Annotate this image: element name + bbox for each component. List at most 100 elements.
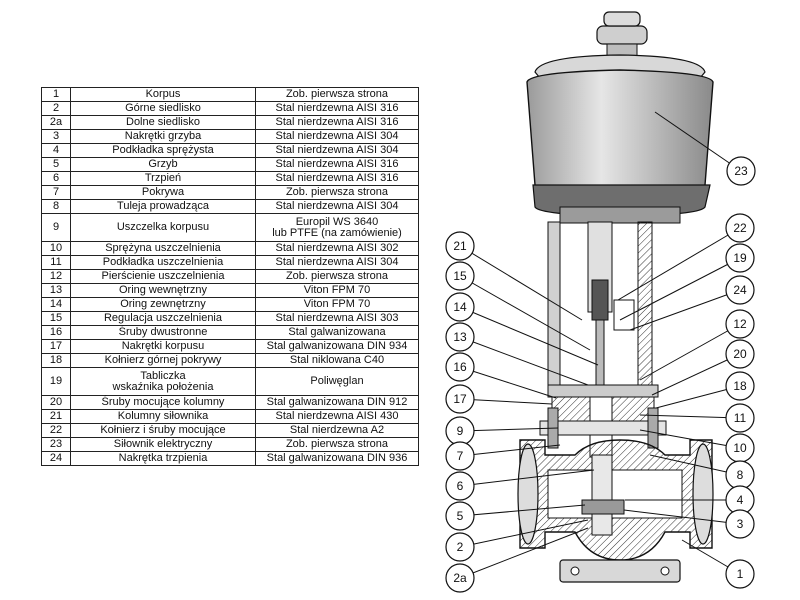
callout-3: 3: [725, 509, 755, 539]
svg-text:18: 18: [733, 379, 747, 393]
callout-9: 9: [445, 416, 475, 446]
svg-text:1: 1: [737, 567, 744, 581]
callout-12: 12: [725, 309, 755, 339]
part-number-cell: 13: [41, 283, 71, 298]
part-material-cell: Poliwęglan: [255, 367, 419, 396]
part-material-cell: Stal nierdzewna AISI 316: [255, 101, 419, 116]
actuator-drawing: [526, 11, 714, 224]
part-number-cell: 12: [41, 269, 71, 284]
part-name-cell: Trzpień: [70, 171, 256, 186]
callout-11: 11: [725, 403, 755, 433]
part-number-cell: 7: [41, 185, 71, 200]
callout-14: 14: [445, 292, 475, 322]
callout-13: 13: [445, 322, 475, 352]
part-material-cell: Stal nierdzewna AISI 316: [255, 171, 419, 186]
svg-text:14: 14: [453, 300, 467, 314]
callout-8: 8: [725, 460, 755, 490]
svg-text:11: 11: [734, 411, 747, 425]
part-number-cell: 9: [41, 213, 71, 242]
part-number-cell: 24: [41, 451, 71, 466]
part-number-cell: 18: [41, 353, 71, 368]
part-material-cell: Stal nierdzewna AISI 316: [255, 115, 419, 130]
svg-text:19: 19: [733, 251, 747, 265]
part-name-cell: Górne siedlisko: [70, 101, 256, 116]
svg-text:21: 21: [453, 239, 467, 253]
part-material-cell: Stal nierdzewna AISI 430: [255, 409, 419, 424]
callout-7: 7: [445, 441, 475, 471]
part-material-cell: Stal nierdzewna AISI 302: [255, 241, 419, 256]
part-number-cell: 2a: [41, 115, 71, 130]
part-material-cell: Stal nierdzewna AISI 304: [255, 143, 419, 158]
svg-text:4: 4: [737, 493, 744, 507]
callout-19: 19: [725, 243, 755, 273]
part-name-cell: Nakrętka trzpienia: [70, 451, 256, 466]
svg-text:17: 17: [453, 392, 467, 406]
part-name-cell: Nakrętki korpusu: [70, 339, 256, 354]
svg-text:13: 13: [453, 330, 467, 344]
part-name-cell: Siłownik elektryczny: [70, 437, 256, 452]
part-material-cell: Stal nierdzewna A2: [255, 423, 419, 438]
part-material-cell: Zob. pierwsza strona: [255, 87, 419, 102]
part-name-cell: Śruby mocujące kolumny: [70, 395, 256, 410]
callout-16: 16: [445, 352, 475, 382]
svg-text:2: 2: [457, 540, 464, 554]
callout-1: 1: [725, 559, 755, 589]
part-number-cell: 15: [41, 311, 71, 326]
part-name-cell: Sprężyna uszczelnienia: [70, 241, 256, 256]
part-name-cell: Oring zewnętrzny: [70, 297, 256, 312]
part-name-cell: Grzyb: [70, 157, 256, 172]
part-number-cell: 6: [41, 171, 71, 186]
svg-text:23: 23: [734, 164, 748, 178]
callout-2: 2: [445, 532, 475, 562]
part-material-cell: Zob. pierwsza strona: [255, 269, 419, 284]
part-material-cell: Europil WS 3640 lub PTFE (na zamówienie): [255, 213, 419, 242]
part-name-cell: Podkładka uszczelnienia: [70, 255, 256, 270]
part-number-cell: 20: [41, 395, 71, 410]
part-name-cell: Kołnierz i śruby mocujące: [70, 423, 256, 438]
bonnet-drawing: [539, 384, 667, 458]
valve-drawing: 23 21 22 15 19 14 24 13 12 16 20 17 18 9…: [445, 11, 756, 593]
svg-text:7: 7: [457, 449, 464, 463]
part-material-cell: Stal nierdzewna AISI 316: [255, 157, 419, 172]
part-number-cell: 21: [41, 409, 71, 424]
callout-6: 6: [445, 471, 475, 501]
svg-text:9: 9: [457, 424, 464, 438]
part-name-cell: Kołnierz górnej pokrywy: [70, 353, 256, 368]
part-number-cell: 22: [41, 423, 71, 438]
part-number-cell: 10: [41, 241, 71, 256]
svg-text:22: 22: [733, 221, 747, 235]
callout-5: 5: [445, 501, 475, 531]
part-material-cell: Stal nierdzewna AISI 304: [255, 255, 419, 270]
part-material-cell: Stal niklowana C40: [255, 353, 419, 368]
part-number-cell: 17: [41, 339, 71, 354]
part-name-cell: Tuleja prowadząca: [70, 199, 256, 214]
svg-text:20: 20: [733, 347, 747, 361]
callout-15: 15: [445, 261, 475, 291]
callout-22: 22: [725, 213, 755, 243]
part-number-cell: 14: [41, 297, 71, 312]
part-number-cell: 2: [41, 101, 71, 116]
part-name-cell: Podkładka sprężysta: [70, 143, 256, 158]
callout-24: 24: [725, 275, 755, 305]
part-material-cell: Stal galwanizowana DIN 934: [255, 339, 419, 354]
